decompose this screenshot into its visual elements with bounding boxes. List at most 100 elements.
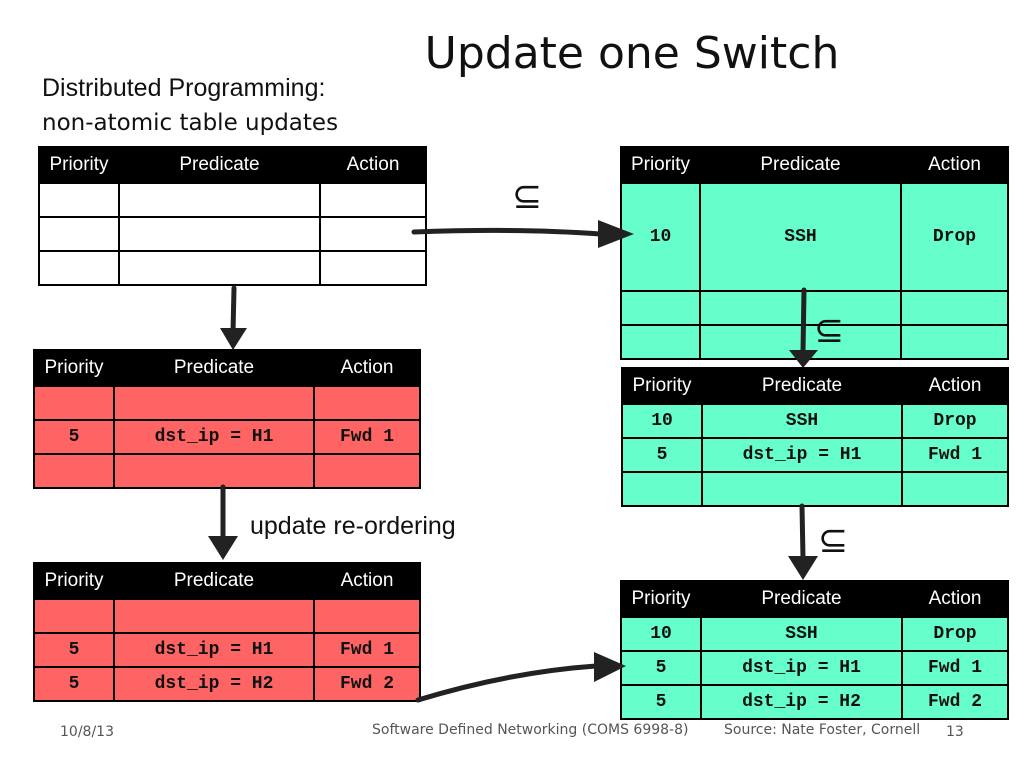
table-row [621,471,1009,507]
priority-cell [38,216,120,252]
header-priority: Priority [620,580,702,618]
predicate-cell: SSH [700,616,903,652]
header-priority: Priority [33,562,115,600]
predicate-cell: dst_ip = H2 [700,684,903,720]
subset-symbol-top: ⊆ [512,176,543,217]
action-cell [313,598,421,634]
header-predicate: Predicate [700,580,903,618]
header-action: Action [901,367,1009,405]
action-cell: Fwd 1 [901,650,1009,686]
priority-cell: 5 [620,650,702,686]
subtitle-line-2: non-atomic table updates [42,110,339,136]
priority-cell [33,598,115,634]
header-predicate: Predicate [113,349,315,387]
table-row [33,598,421,634]
priority-cell [33,453,115,489]
update-reordering-label: update re-ordering [250,512,456,540]
predicate-cell: SSH [699,182,902,292]
arrow-right-top [411,227,603,237]
action-cell: Fwd 1 [901,437,1009,473]
footer-source: Source: Nate Foster, Cornell [724,722,921,738]
action-cell: Fwd 1 [313,632,421,668]
priority-cell: 10 [621,403,703,439]
priority-cell [33,385,115,421]
slide-number: 13 [946,724,964,740]
priority-cell [620,324,701,360]
action-cell [900,324,1009,360]
predicate-cell: dst_ip = H1 [700,650,903,686]
predicate-cell [113,453,315,489]
arrow-right-bottom [415,663,599,703]
priority-cell: 5 [33,419,115,455]
priority-cell [621,471,703,507]
priority-cell [620,290,701,326]
header-action: Action [901,580,1009,618]
action-cell [313,453,421,489]
priority-cell: 5 [621,437,703,473]
predicate-cell [118,216,321,252]
table-row [38,182,427,218]
header-priority: Priority [38,146,120,184]
predicate-cell: dst_ip = H1 [113,632,315,668]
header-predicate: Predicate [699,146,902,184]
header-priority: Priority [33,349,115,387]
subset-symbol-right-1: ⊆ [814,310,845,351]
priority-cell [38,182,120,218]
header-action: Action [313,349,421,387]
slide-title: Update one Switch [424,28,840,79]
predicate-cell: dst_ip = H1 [113,419,315,455]
predicate-cell [701,471,903,507]
priority-cell: 5 [620,684,702,720]
priority-cell: 10 [620,616,702,652]
action-cell: Fwd 1 [313,419,421,455]
header-predicate: Predicate [118,146,321,184]
action-cell: Drop [901,616,1009,652]
action-cell [319,182,427,218]
subset-symbol-right-2: ⊆ [818,520,849,561]
arrowhead-down-left-2 [208,536,238,560]
predicate-cell: dst_ip = H2 [113,666,315,702]
table-row [38,250,427,286]
action-cell [901,471,1009,507]
arrow-down-right-2 [799,503,806,561]
header-priority: Priority [621,367,703,405]
predicate-cell [118,182,321,218]
predicate-cell [699,290,902,326]
footer-course: Software Defined Networking (COMS 6998-8… [372,722,689,738]
priority-cell: 10 [620,182,701,292]
action-cell [313,385,421,421]
arrowhead-down-left-1 [220,328,247,350]
table-row [33,453,421,489]
predicate-cell [699,324,902,360]
subtitle-line-1: Distributed Programming: [42,74,326,102]
header-action: Action [319,146,427,184]
predicate-cell [118,250,321,286]
table-row [38,216,427,252]
header-priority: Priority [620,146,701,184]
arrow-down-left-1 [230,285,237,335]
action-cell: Fwd 2 [901,684,1009,720]
header-action: Action [313,562,421,600]
footer-date: 10/8/13 [60,724,114,740]
header-action: Action [900,146,1009,184]
predicate-cell [113,385,315,421]
priority-cell: 5 [33,632,115,668]
priority-cell: 5 [33,666,115,702]
header-predicate: Predicate [701,367,903,405]
predicate-cell: dst_ip = H1 [701,437,903,473]
action-cell: Drop [900,182,1009,292]
action-cell: Fwd 2 [313,666,421,702]
action-cell [319,216,427,252]
